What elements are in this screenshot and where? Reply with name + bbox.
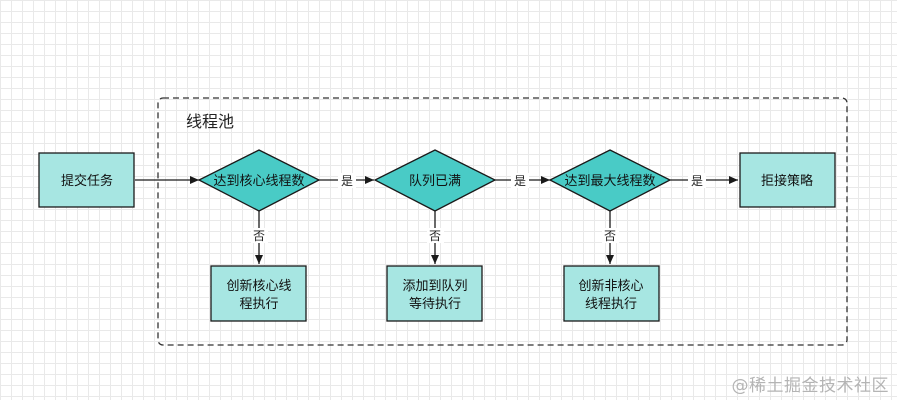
max-threads-decision-label: 达到最大线程数 — [564, 174, 655, 189]
create-noncore-thread-box — [563, 265, 660, 322]
create-core-thread-label-line2: 程执行 — [239, 297, 278, 312]
queue-full-decision-label: 队列已满 — [409, 174, 461, 189]
edge-label-yes-1: 是 — [341, 174, 353, 188]
submit-task-box — [38, 152, 135, 208]
enqueue-label-line2: 等待执行 — [409, 296, 461, 312]
edge-label-yes-3: 是 — [691, 174, 703, 188]
edge-label-no-1: 否 — [253, 229, 265, 243]
core-threads-decision — [197, 149, 321, 212]
watermark: @稀土掘金技术社区 — [731, 376, 889, 396]
submit-task-label: 提交任务 — [61, 173, 113, 189]
thread-pool-label: 线程池 — [186, 112, 234, 131]
max-threads-decision — [548, 149, 672, 212]
create-noncore-thread-label-line2: 线程执行 — [585, 297, 637, 312]
queue-full-decision — [373, 149, 497, 212]
enqueue-label-line1: 添加到队列 — [402, 279, 467, 294]
thread-pool-container — [157, 97, 848, 346]
enqueue-box — [386, 265, 483, 322]
edge-label-yes-2: 是 — [514, 174, 526, 188]
edge-label-no-2: 否 — [429, 229, 441, 243]
reject-policy-box — [739, 152, 836, 208]
create-core-thread-label-line1: 创新核心线 — [226, 278, 291, 294]
core-threads-decision-label: 达到核心线程数 — [213, 174, 304, 189]
edge-label-no-3: 否 — [604, 229, 616, 243]
reject-policy-label: 拒接策略 — [761, 173, 813, 189]
create-core-thread-box — [210, 265, 307, 322]
create-noncore-thread-label-line1: 创新非核心 — [578, 278, 643, 294]
